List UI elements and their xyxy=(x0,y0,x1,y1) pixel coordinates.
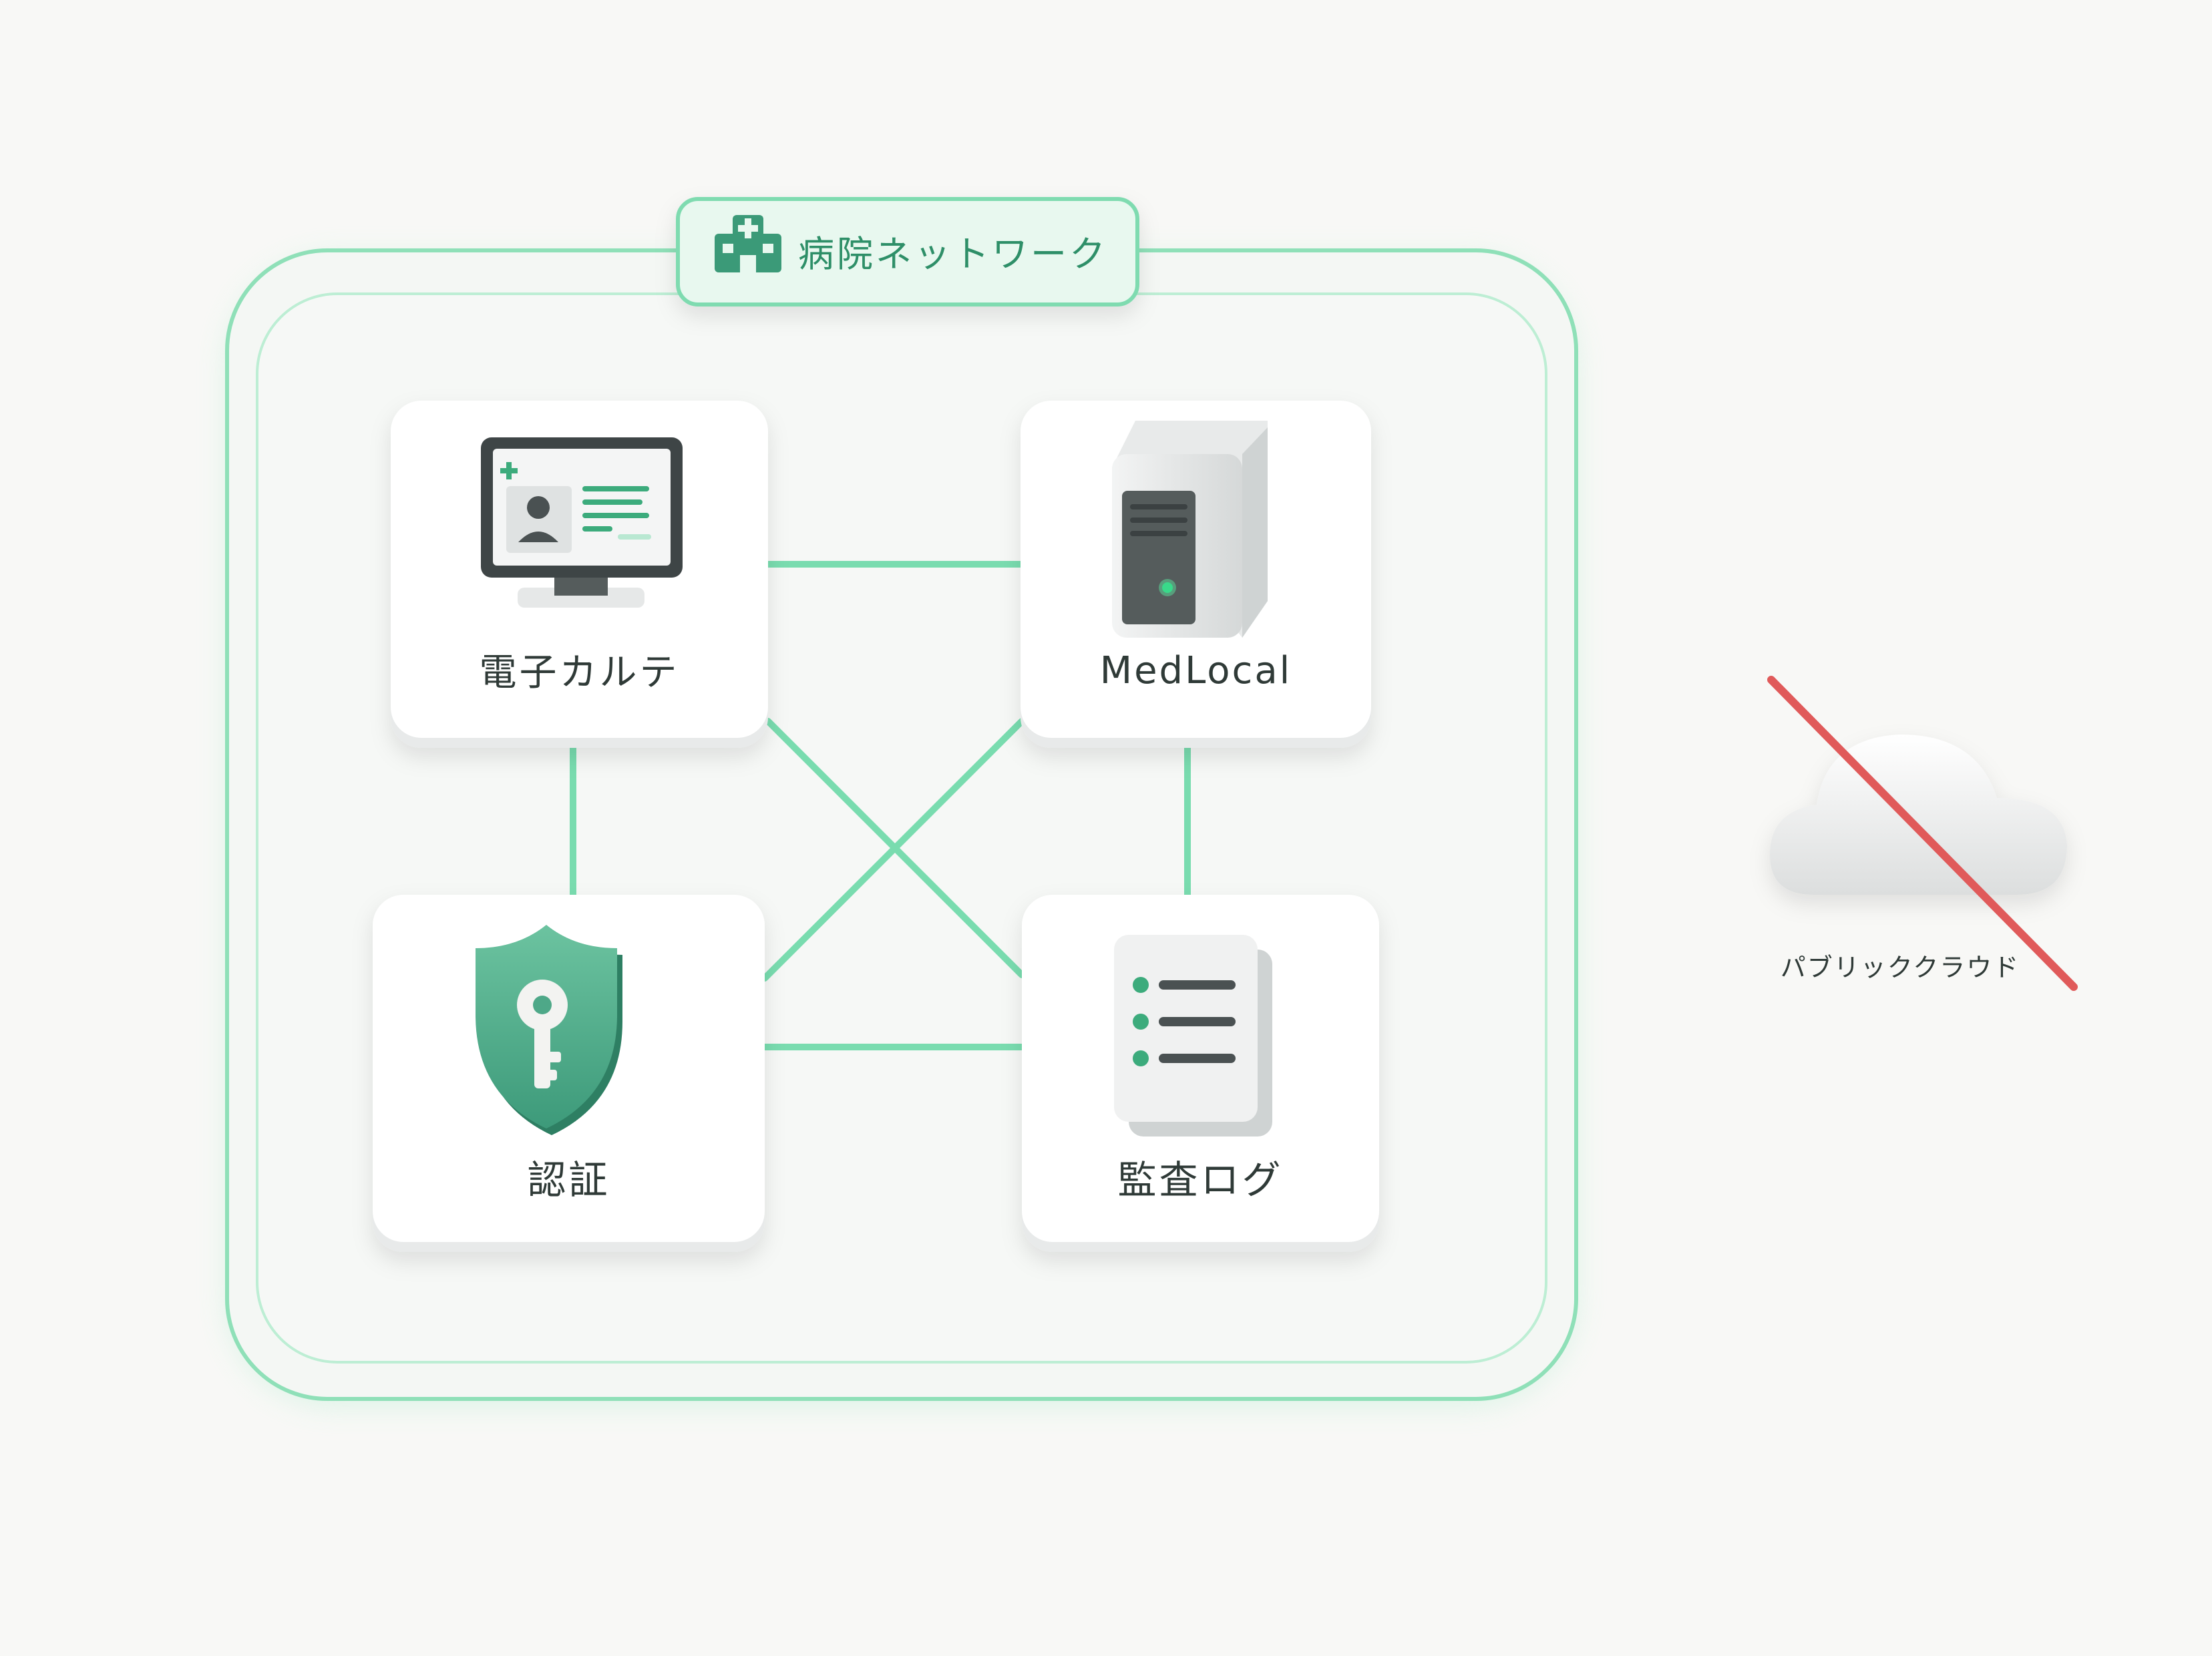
public-cloud-label: パブリッククラウド xyxy=(1780,953,2020,982)
server-icon xyxy=(1112,421,1268,638)
blocked-slash xyxy=(1767,676,2078,991)
network-label-badge xyxy=(676,197,1139,306)
connection-server-auth xyxy=(761,718,1025,982)
node-label-auth: 認証 xyxy=(527,1157,610,1203)
node-label-emr: 電子カルテ xyxy=(479,651,680,694)
hospital-icon xyxy=(715,215,781,272)
node-label-audit: 監査ログ xyxy=(1117,1157,1284,1203)
node-label-server: MedLocal xyxy=(1099,649,1292,692)
monitor-medical-record-icon xyxy=(481,437,683,608)
public-cloud-group xyxy=(1767,676,2078,991)
network-label: 病院ネットワーク xyxy=(798,233,1108,275)
cloud-icon xyxy=(1770,735,2067,895)
shield-key-icon xyxy=(476,925,622,1135)
document-list-icon xyxy=(1114,935,1272,1136)
network-connections xyxy=(570,561,1191,1050)
